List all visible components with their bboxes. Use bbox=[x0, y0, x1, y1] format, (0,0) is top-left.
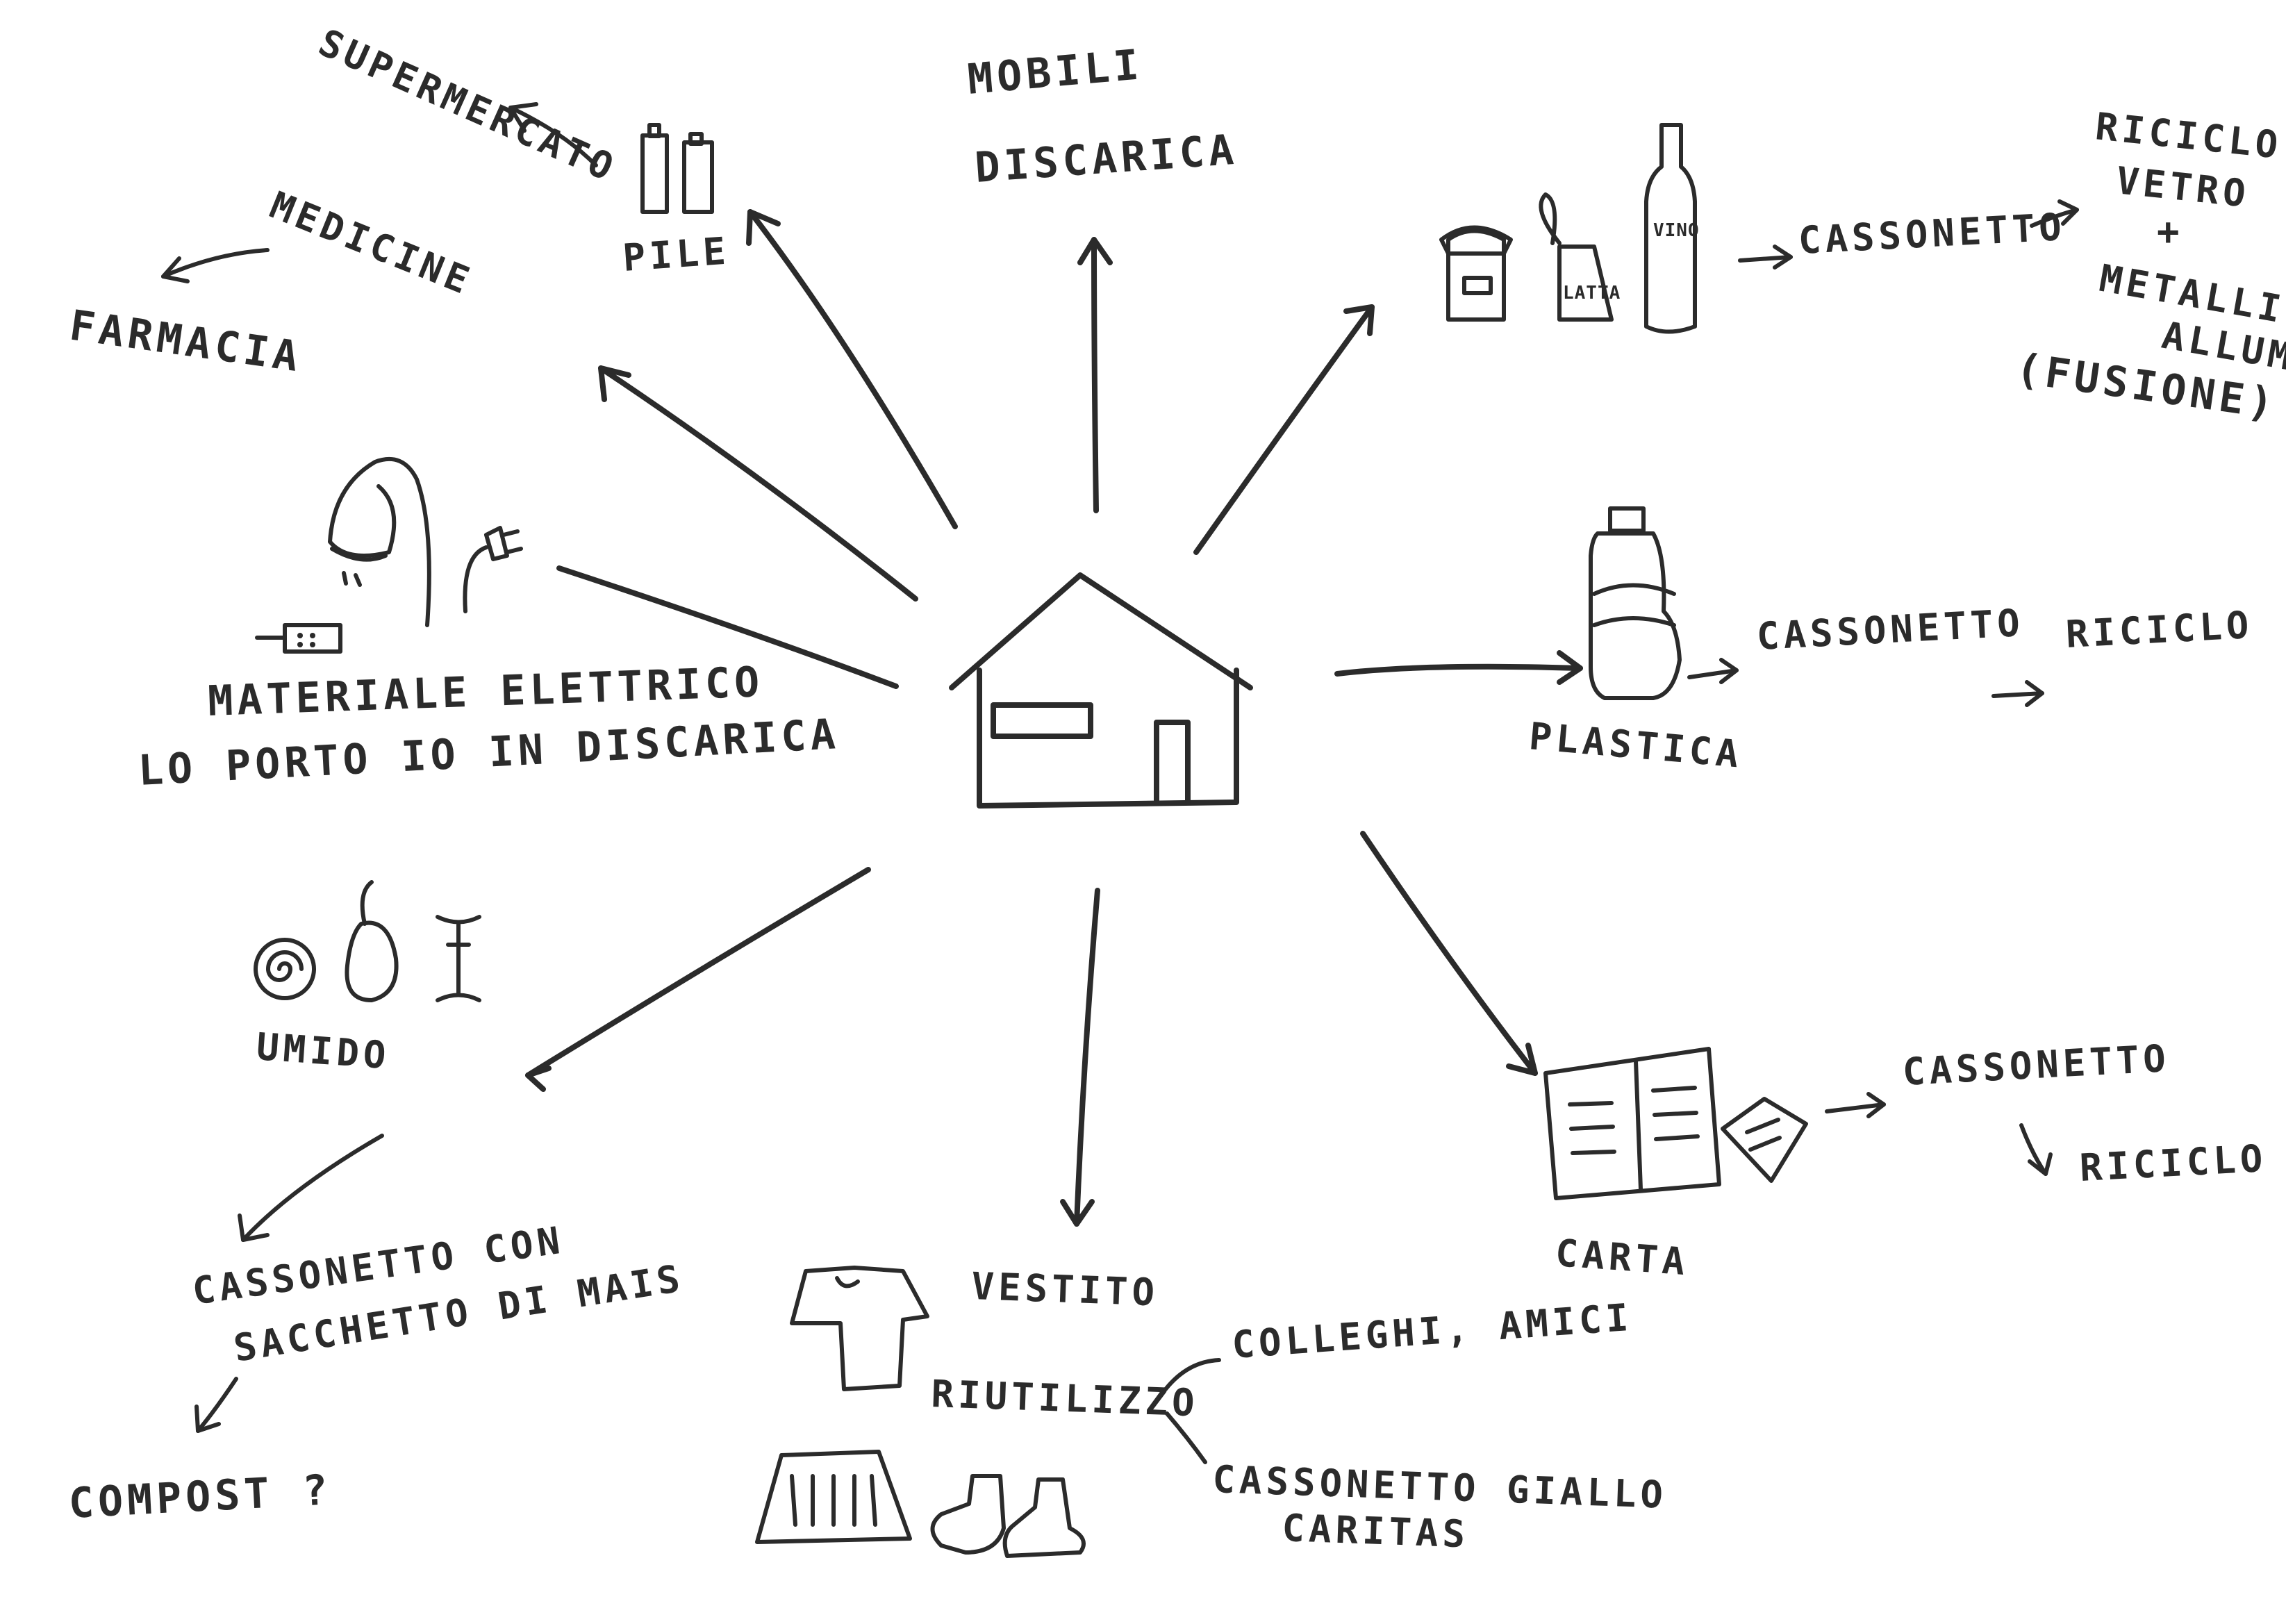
label-farmacia: FARMACIA bbox=[67, 301, 305, 382]
label-riciclo-plastica: RICICLO bbox=[2064, 603, 2254, 656]
lamp-icon bbox=[328, 457, 431, 627]
arrow-cassonetto-to-riciclo-nuovo bbox=[2030, 199, 2079, 228]
pear-icon bbox=[345, 880, 399, 1002]
label-supermercato: SUPERMERCATO bbox=[313, 20, 624, 191]
paper-sheet-icon bbox=[1721, 1097, 1808, 1183]
can-label: LATTA bbox=[1563, 283, 1621, 304]
arrow-umido-to-cassonetto bbox=[238, 1134, 384, 1242]
plug-icon bbox=[463, 526, 523, 613]
arrow-to-compost bbox=[194, 1377, 238, 1433]
arrow-to-vestito bbox=[1060, 888, 1100, 1227]
label-vestito: VESTITO bbox=[971, 1264, 1160, 1314]
branch-to-colleghi bbox=[1163, 1358, 1221, 1391]
label-discarica-top: DISCARICA bbox=[973, 126, 1239, 192]
bottle-label: VINO bbox=[1653, 220, 1700, 241]
label-riciclo-carta: RICICLO bbox=[2078, 1136, 2268, 1190]
battery-icon bbox=[640, 123, 714, 214]
arrow-to-supermercato bbox=[508, 102, 598, 167]
label-cassonetto-plastica: CASSONETTO bbox=[1755, 601, 2025, 658]
arrow-cassonetto-to-riciclo-plastica bbox=[1991, 680, 2044, 707]
jar-icon bbox=[1439, 225, 1513, 322]
label-materiale-elettrico: MATERIALE ELETTRICO bbox=[207, 658, 764, 726]
branch-to-cassonetto-giallo bbox=[1165, 1411, 1207, 1464]
label-pile: PILE bbox=[622, 229, 731, 280]
label-mobili: MOBILI bbox=[966, 40, 1145, 104]
label-cassonetto-carta: CASSONETTO bbox=[1901, 1036, 2171, 1094]
arrow-plastica-to-cassonetto bbox=[1687, 658, 1739, 684]
power-strip-icon bbox=[255, 623, 342, 654]
label-cassonetto-vetro: CASSONETTO bbox=[1797, 205, 2066, 263]
label-colleghi: COLLEGHI, AMICI bbox=[1231, 1295, 1634, 1367]
arrow-vetro-to-cassonetto bbox=[1738, 245, 1793, 270]
wine-bottle-icon: VINO bbox=[1644, 123, 1700, 334]
arrow-cassonetto-to-riciclo-carta bbox=[2019, 1123, 2053, 1176]
arrow-to-carta bbox=[1360, 831, 1538, 1076]
arrow-to-plastica bbox=[1334, 650, 1583, 685]
label-vetro: VETRO bbox=[2114, 158, 2252, 216]
skirt-icon bbox=[755, 1450, 912, 1544]
line-to-materiale bbox=[556, 565, 899, 689]
arrow-to-umido bbox=[525, 867, 871, 1092]
label-plus: + bbox=[2157, 210, 2184, 254]
arrow-to-mobili bbox=[1077, 237, 1113, 513]
apple-core-icon bbox=[436, 915, 481, 1002]
shoes-icon bbox=[930, 1474, 1086, 1558]
label-medicine: MEDICINE bbox=[264, 183, 479, 304]
label-plastica: PLASTICA bbox=[1527, 714, 1744, 777]
can-icon: LATTA bbox=[1539, 192, 1621, 322]
snail-shell-icon bbox=[254, 938, 316, 1000]
label-riutilizzo: RIUTILIZZO bbox=[931, 1372, 1200, 1425]
arrow-to-medicine bbox=[598, 365, 918, 602]
arrow-to-pile bbox=[746, 209, 958, 529]
label-caritas: CARITAS bbox=[1282, 1506, 1471, 1556]
label-compost: COMPOST ? bbox=[67, 1466, 333, 1528]
plastic-bottle-icon bbox=[1589, 506, 1682, 700]
tshirt-icon bbox=[790, 1266, 929, 1391]
label-cassonetto-giallo: CASSONETTO GIALLO bbox=[1212, 1457, 1668, 1517]
book-icon bbox=[1543, 1047, 1721, 1200]
label-carta: CARTA bbox=[1554, 1231, 1690, 1284]
arrow-to-vetro bbox=[1193, 304, 1375, 555]
house-icon bbox=[949, 572, 1253, 809]
arrow-to-farmacia bbox=[161, 248, 270, 283]
label-umido: UMIDO bbox=[255, 1025, 391, 1077]
arrow-carta-to-cassonetto bbox=[1825, 1092, 1886, 1118]
